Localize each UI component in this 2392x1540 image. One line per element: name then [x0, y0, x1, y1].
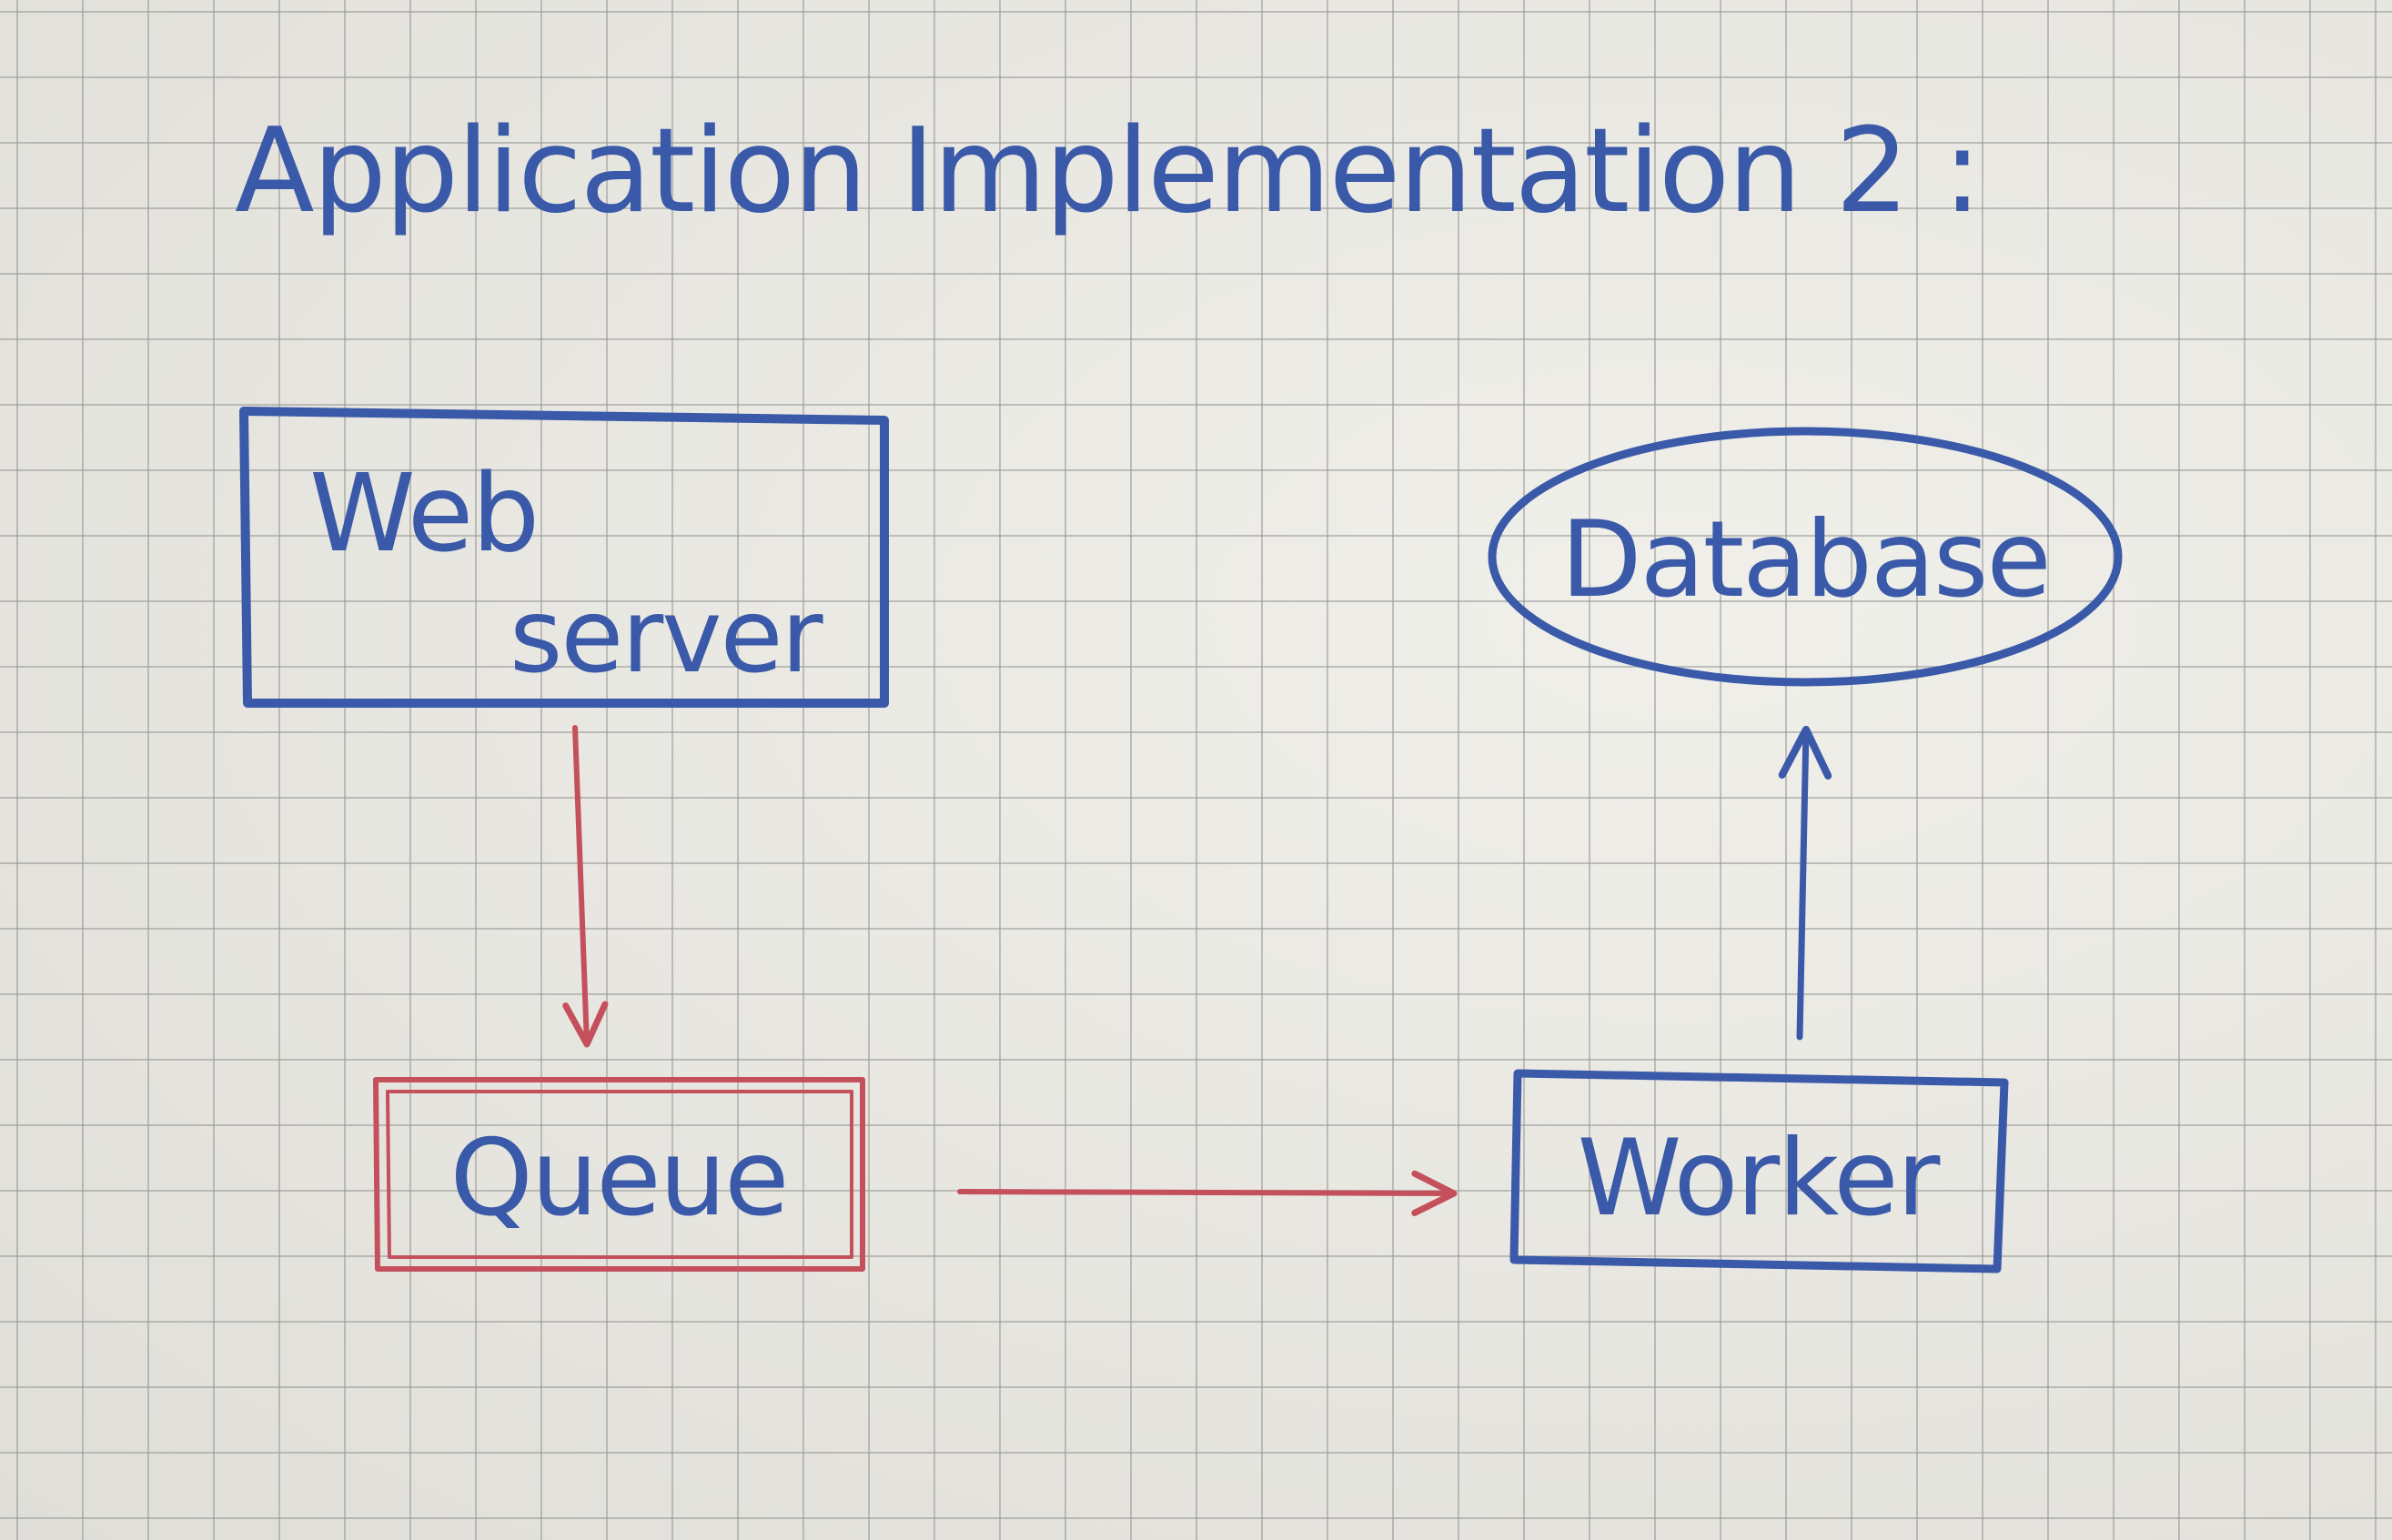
database-label: Database: [1560, 498, 2050, 621]
worker-box: [1509, 1069, 2009, 1273]
web-server-box: [239, 407, 889, 708]
web-server-node: Web server: [239, 407, 889, 708]
worker-node: Worker: [1509, 1069, 2009, 1273]
database-node: Database: [1488, 427, 2123, 687]
database-ellipse: [1488, 427, 2123, 687]
arrow-queue-to-worker: [957, 1170, 1458, 1216]
queue-box-outer: [373, 1077, 865, 1272]
arrow-worker-to-database: [1778, 725, 1832, 1041]
arrow-webserver-to-queue: [562, 725, 609, 1048]
worker-label: Worker: [1578, 1117, 1941, 1240]
queue-box-inner: [386, 1090, 853, 1259]
queue-label: Queue: [449, 1117, 787, 1240]
web-server-label-line2: server: [510, 578, 823, 696]
diagram-title: Application Implementation 2 :: [235, 104, 1980, 239]
queue-node: Queue: [373, 1077, 865, 1272]
web-server-label-line1: Web: [309, 450, 538, 576]
